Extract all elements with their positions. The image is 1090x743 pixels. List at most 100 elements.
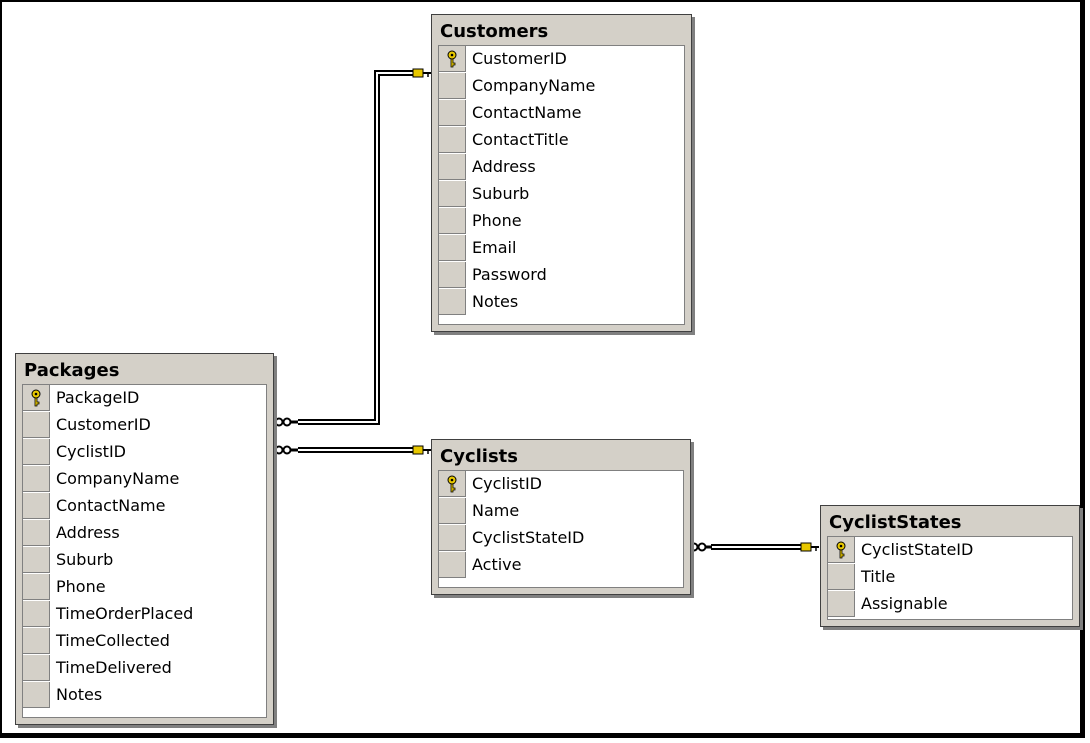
row-selector[interactable] bbox=[23, 547, 50, 573]
many-end-infinity-icon bbox=[274, 417, 298, 427]
many-end-infinity-icon bbox=[689, 542, 712, 552]
row-selector[interactable] bbox=[23, 628, 50, 654]
table-title[interactable]: CyclistStates bbox=[829, 512, 962, 533]
column-name: CyclistStateID bbox=[472, 528, 585, 547]
relationship-packages-customers[interactable] bbox=[274, 68, 432, 427]
column-row[interactable]: Address bbox=[439, 154, 684, 181]
relationship-packages-cyclists[interactable] bbox=[274, 445, 432, 455]
column-row[interactable]: Phone bbox=[439, 208, 684, 235]
column-row[interactable]: PackageID bbox=[23, 385, 266, 412]
table-title[interactable]: Cyclists bbox=[440, 446, 518, 467]
column-name: CyclistID bbox=[472, 474, 542, 493]
column-row[interactable]: Suburb bbox=[439, 181, 684, 208]
row-selector[interactable] bbox=[23, 682, 50, 708]
many-end-infinity-icon bbox=[274, 445, 298, 455]
row-selector[interactable] bbox=[439, 498, 466, 524]
row-selector[interactable] bbox=[23, 412, 50, 438]
column-row[interactable]: TimeCollected bbox=[23, 628, 266, 655]
column-row[interactable]: CustomerID bbox=[439, 46, 684, 73]
row-selector[interactable] bbox=[439, 262, 466, 288]
column-name: Suburb bbox=[56, 550, 114, 569]
column-name: ContactTitle bbox=[472, 130, 569, 149]
row-selector[interactable] bbox=[439, 471, 466, 497]
primary-key-icon bbox=[447, 50, 457, 68]
column-name: Phone bbox=[472, 211, 522, 230]
column-name: TimeOrderPlaced bbox=[56, 604, 194, 623]
row-selector[interactable] bbox=[23, 574, 50, 600]
row-selector[interactable] bbox=[828, 537, 855, 563]
column-name: Notes bbox=[472, 292, 519, 311]
column-row[interactable]: CustomerID bbox=[23, 412, 266, 439]
column-name: CyclistStateID bbox=[861, 540, 974, 559]
column-row[interactable]: Password bbox=[439, 262, 684, 289]
column-name: Address bbox=[56, 523, 120, 542]
column-name: Notes bbox=[56, 685, 103, 704]
column-name: Email bbox=[472, 238, 517, 257]
row-selector[interactable] bbox=[23, 601, 50, 627]
row-selector[interactable] bbox=[828, 564, 855, 590]
row-selector[interactable] bbox=[439, 208, 466, 234]
column-row[interactable]: Title bbox=[828, 564, 1072, 591]
row-selector[interactable] bbox=[439, 100, 466, 126]
row-selector[interactable] bbox=[439, 127, 466, 153]
column-row[interactable]: Notes bbox=[439, 289, 684, 316]
primary-key-icon bbox=[836, 541, 846, 559]
column-row[interactable]: Phone bbox=[23, 574, 266, 601]
table-packages[interactable]: Packages PackageID CustomerID CyclistID Com… bbox=[15, 353, 274, 725]
column-row[interactable]: CyclistStateID bbox=[828, 537, 1072, 564]
row-selector[interactable] bbox=[23, 466, 50, 492]
row-selector[interactable] bbox=[23, 655, 50, 681]
row-selector[interactable] bbox=[23, 493, 50, 519]
column-row[interactable]: ContactName bbox=[439, 100, 684, 127]
column-row[interactable]: Assignable bbox=[828, 591, 1072, 618]
column-row[interactable]: Email bbox=[439, 235, 684, 262]
column-row[interactable]: ContactName bbox=[23, 493, 266, 520]
row-selector[interactable] bbox=[439, 235, 466, 261]
column-row[interactable]: Address bbox=[23, 520, 266, 547]
column-name: ContactName bbox=[472, 103, 582, 122]
column-row[interactable]: Notes bbox=[23, 682, 266, 709]
one-end-key-icon bbox=[800, 542, 819, 552]
column-name: CyclistID bbox=[56, 442, 126, 461]
column-name: Suburb bbox=[472, 184, 530, 203]
row-selector[interactable] bbox=[828, 591, 855, 617]
row-selector[interactable] bbox=[439, 181, 466, 207]
column-name: Password bbox=[472, 265, 547, 284]
column-row[interactable]: TimeOrderPlaced bbox=[23, 601, 266, 628]
primary-key-icon bbox=[31, 389, 41, 407]
row-selector[interactable] bbox=[23, 439, 50, 465]
relationship-cyclists-cycliststates[interactable] bbox=[689, 542, 820, 552]
row-selector[interactable] bbox=[439, 525, 466, 551]
column-row[interactable]: TimeDelivered bbox=[23, 655, 266, 682]
column-name: Active bbox=[472, 555, 522, 574]
column-row[interactable]: ContactTitle bbox=[439, 127, 684, 154]
column-row[interactable]: CyclistStateID bbox=[439, 525, 683, 552]
column-row[interactable]: CompanyName bbox=[439, 73, 684, 100]
row-selector[interactable] bbox=[23, 520, 50, 546]
column-row[interactable]: Active bbox=[439, 552, 683, 579]
row-selector[interactable] bbox=[439, 154, 466, 180]
column-row[interactable]: Name bbox=[439, 498, 683, 525]
column-row[interactable]: CompanyName bbox=[23, 466, 266, 493]
column-name: Title bbox=[861, 567, 896, 586]
column-row[interactable]: Suburb bbox=[23, 547, 266, 574]
row-selector[interactable] bbox=[439, 289, 466, 315]
column-row[interactable]: CyclistID bbox=[23, 439, 266, 466]
row-selector[interactable] bbox=[439, 552, 466, 578]
column-name: CustomerID bbox=[56, 415, 151, 434]
table-title[interactable]: Packages bbox=[24, 360, 120, 381]
column-row[interactable]: CyclistID bbox=[439, 471, 683, 498]
row-selector[interactable] bbox=[23, 385, 50, 411]
primary-key-icon bbox=[447, 475, 457, 493]
table-title[interactable]: Customers bbox=[440, 21, 549, 42]
column-name: Name bbox=[472, 501, 520, 520]
row-selector[interactable] bbox=[439, 73, 466, 99]
column-name: CompanyName bbox=[56, 469, 180, 488]
column-name: Assignable bbox=[861, 594, 948, 613]
row-selector[interactable] bbox=[439, 46, 466, 72]
